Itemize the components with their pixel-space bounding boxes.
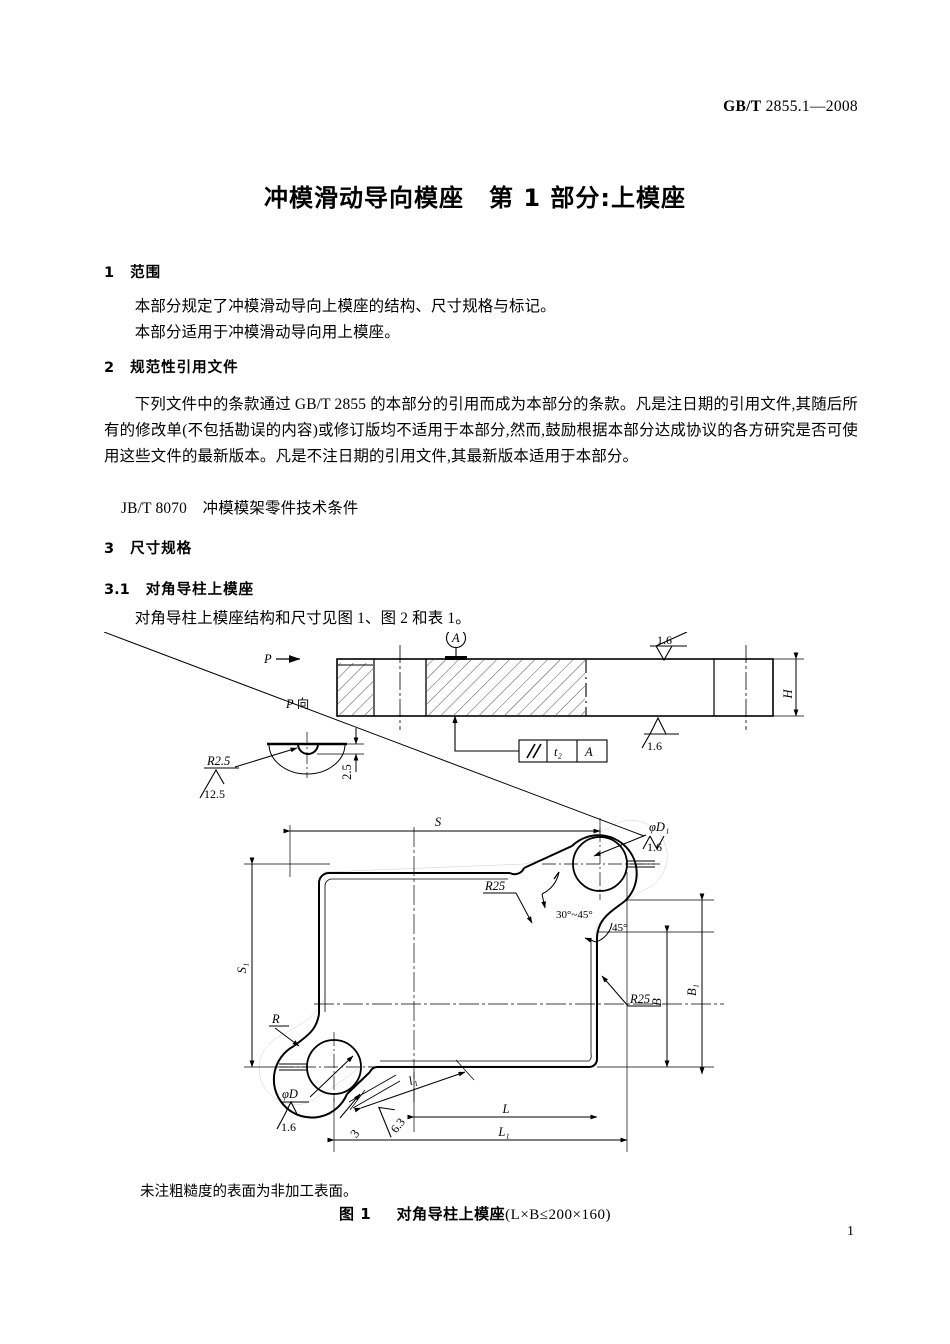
svg-text:1.6: 1.6: [647, 739, 662, 753]
dimension-S1-text: S₁: [235, 963, 249, 974]
section-1-paragraph-1: 本部分规定了冲模滑动导向上模座的结构、尺寸规格与标记。: [134, 298, 556, 315]
view-direction-label: P 向: [285, 696, 309, 711]
svg-text:H: H: [781, 689, 795, 700]
section-heading-3-1: 3.1 对角导柱上模座: [104, 578, 254, 599]
section-1-paragraph-2: 本部分适用于冲模滑动导向用上模座。: [134, 324, 400, 341]
dimension-H: H: [773, 652, 804, 717]
dimension-S-text: S: [435, 815, 442, 829]
svg-text:P: P: [263, 652, 272, 666]
dimension-B1-text: B₁: [685, 984, 699, 996]
page-title: 冲模滑动导向模座 第 1 部分:上模座: [263, 184, 686, 212]
section-title-3-1: 对角导柱上模座: [145, 582, 255, 598]
view-arrow-p: P: [263, 652, 301, 666]
section-elevation-view: P P 向: [263, 627, 804, 763]
bore-upper-text: φD₁: [649, 820, 669, 834]
bore-lower-roughness-text: 1.6: [281, 1120, 296, 1134]
bore-upper-label: φD₁ 1.6: [103, 631, 669, 857]
dimension-B: B: [597, 925, 714, 1068]
dimension-S: S: [283, 815, 601, 877]
figure-1-drawing: P P 向: [103, 627, 858, 1180]
angle-45-text: 45°: [612, 922, 627, 934]
gdt-tolerance-value: t₂: [554, 745, 562, 759]
technical-drawing-svg: P P 向: [103, 627, 804, 1152]
page-number: 1: [847, 1224, 854, 1239]
roughness-symbol-top: 1.6: [650, 631, 688, 662]
dimension-S1: S₁: [235, 857, 330, 1068]
dimension-B1: B₁: [627, 893, 714, 1075]
angle-label-45: 45°: [584, 922, 627, 943]
dimension-L: L: [407, 1072, 598, 1132]
figure-caption-title: 对角导柱上模座: [396, 1205, 506, 1223]
fillet-label-r25-lower: R25: [601, 975, 661, 1007]
dimension-B-text: B: [650, 998, 664, 1006]
detail-radius-text: R2.5: [206, 754, 230, 768]
section-title-1: 范围: [130, 265, 162, 281]
section-2-reference-doc: JB/T 8070 冲模模架零件技术条件: [120, 500, 359, 517]
figure-note: 未注粗糙度的表面为非加工表面。: [140, 1184, 358, 1200]
detail-roughness-text: 12.5: [204, 787, 225, 801]
roughness-symbol-bottom: 1.6: [641, 716, 679, 753]
fillet-label-r25-upper: R25 30°~45°: [483, 871, 593, 924]
gdt-datum-ref: A: [584, 745, 593, 759]
corner-radius-label-r: R: [269, 1012, 300, 1047]
figure-caption-label: 图 1: [339, 1205, 372, 1223]
section-title-2: 规范性引用文件: [130, 360, 239, 376]
figure-caption: 图 1 对角导柱上模座(L×B≤200×160): [0, 1203, 950, 1224]
dimension-L1-text: L₁: [497, 1125, 509, 1139]
section-number-3-1: 3.1: [104, 582, 130, 598]
slot-dimension-group: 3 6.3: [339, 1074, 408, 1141]
standard-header: GB/T 2855.1—2008: [723, 98, 858, 116]
section-3-1-paragraph-1: 对角导柱上模座结构和尺寸见图 1、图 2 和表 1。: [134, 610, 471, 627]
figure-caption-paren: (L×B≤200×160): [505, 1207, 611, 1223]
bore-upper-roughness-text: 1.6: [647, 840, 662, 854]
section-number-1: 1: [104, 265, 115, 281]
svg-text:A: A: [451, 632, 460, 645]
section-heading-3: 3 尺寸规格: [104, 537, 192, 558]
datum-symbol-a: A: [445, 627, 467, 660]
fillet-lower-text: R25: [629, 992, 650, 1006]
fillet-upper-text: R25: [484, 879, 505, 893]
bore-lower-text: φD: [282, 1087, 298, 1101]
standard-number: 2855.1—2008: [765, 98, 858, 115]
section-number-2: 2: [104, 360, 115, 376]
slot-width-text: 3: [347, 1127, 362, 1141]
gdt-feature-control-frame: t₂ A: [452, 715, 608, 763]
slot-roughness-text: 6.3: [388, 1115, 408, 1135]
section-heading-2: 2 规范性引用文件: [104, 356, 239, 377]
detail-depth-text: 2.5: [340, 764, 354, 780]
angle-range-text: 30°~45°: [556, 909, 593, 921]
dimension-2-5: 2.5: [317, 728, 364, 780]
section-heading-1: 1 范围: [104, 261, 161, 282]
detail-view-p: R2.5 12.5 2.5: [199, 728, 364, 801]
section-2-paragraph-1: 下列文件中的条款通过 GB/T 2855 的本部分的引用而成为本部分的条款。凡是…: [104, 396, 858, 465]
radius-label-r25-detail: R2.5 12.5: [199, 747, 298, 801]
standard-prefix: GB/T: [723, 98, 762, 115]
plan-view: S S₁ B: [103, 631, 724, 1152]
dimension-L1: L₁: [327, 872, 628, 1152]
section-title-3: 尺寸规格: [130, 541, 193, 557]
bore-lower-label: φD 1.6: [276, 1055, 354, 1134]
dimension-l1-text: l₁: [407, 1072, 419, 1088]
section-number-3: 3: [104, 541, 115, 557]
corner-radius-text: R: [271, 1012, 280, 1026]
dimension-L-text: L: [502, 1102, 510, 1116]
